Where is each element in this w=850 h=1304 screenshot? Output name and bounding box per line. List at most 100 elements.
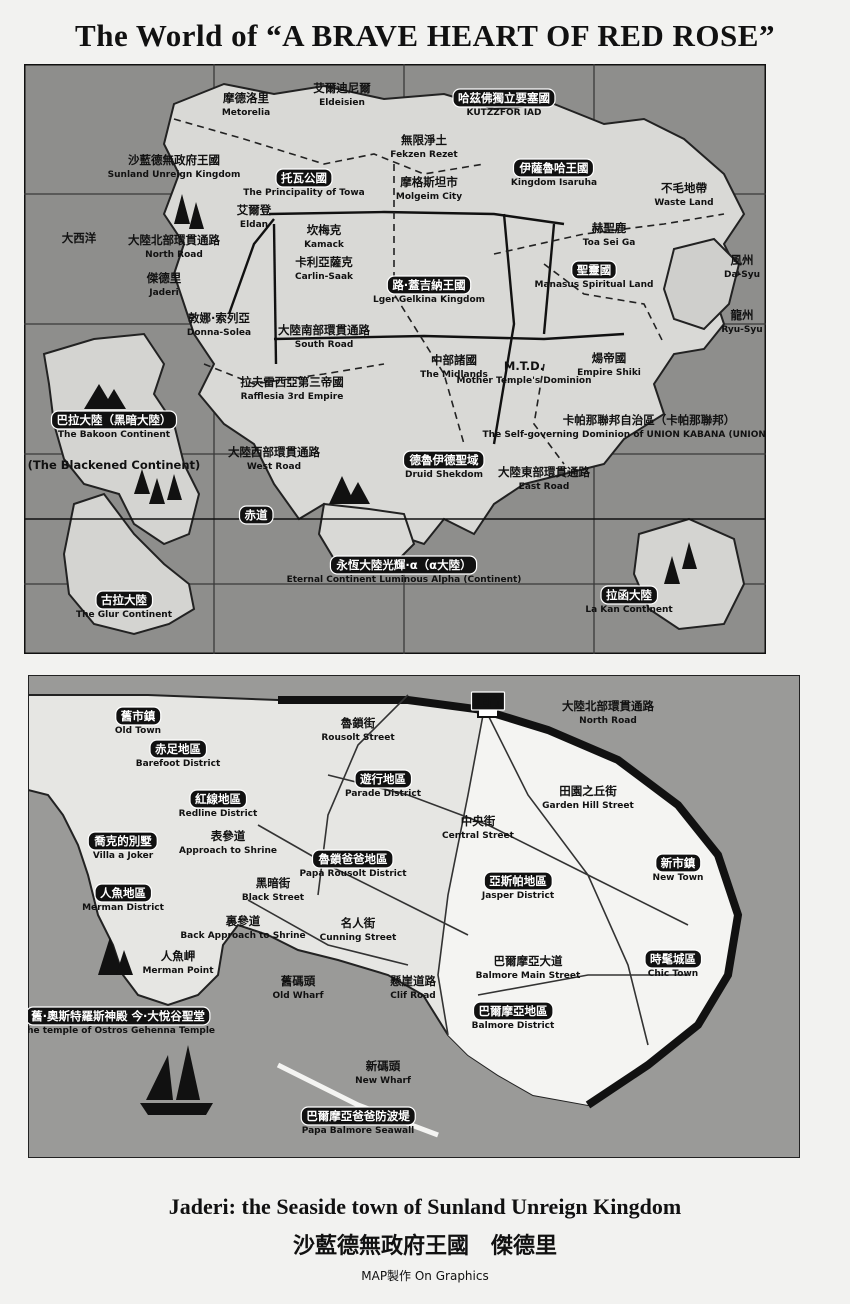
- town-label-box: [644, 949, 703, 969]
- world-label-box: [275, 168, 333, 188]
- town-label-text: 人魚岬: [161, 949, 196, 963]
- town-label-box: [300, 1106, 416, 1126]
- town-label-box: [655, 853, 702, 873]
- world-label-sunland: 沙藍德無政府王國 Sunland Unreign Kingdom: [108, 153, 241, 180]
- world-label-text: 拉函大陸: [606, 588, 652, 602]
- town-label-backshrine: 裏參道 Back Approach to Shrine: [180, 914, 305, 941]
- world-label-text: 大陸東部環貫通路: [498, 465, 590, 479]
- seawall-line: [276, 1062, 439, 1138]
- world-label-text: 無限淨土: [401, 133, 447, 147]
- town-label-text: Black Street: [242, 893, 305, 903]
- world-label-text: Rafflesia 3rd Empire: [241, 392, 344, 402]
- town-label-box: [483, 871, 553, 891]
- tree-icon: [84, 194, 697, 584]
- world-label-text: Eldeisien: [319, 98, 365, 108]
- town-label-text: Balmore District: [472, 1021, 555, 1031]
- world-label-text: 古拉大陸: [101, 593, 147, 607]
- town-label-villa: 喬克的別墅 Villa a Joker: [87, 831, 158, 861]
- world-label-text: Donna-Solea: [187, 328, 251, 338]
- world-label-text: 不毛地帶: [661, 181, 707, 195]
- town-label-text: 喬克的別墅: [93, 834, 152, 848]
- town-label-text: 赤足地區: [155, 742, 201, 756]
- world-label-text: 沙藍德無政府王國: [128, 153, 220, 167]
- world-label-text: 赤道: [245, 508, 268, 522]
- world-label-text: 大陸北部環貫通路: [128, 233, 220, 247]
- world-label-text: 哈茲佛獨立要塞國: [458, 91, 550, 105]
- world-label-text: The Self-governing Dominion of UNION KAB…: [483, 430, 766, 440]
- world-label-box: [95, 590, 154, 610]
- town-label-box: [311, 849, 394, 869]
- world-label-bakoon: 巴拉大陸（黑暗大陸）The Bakoon Continent: [50, 410, 178, 440]
- world-label-text: Sunland Unreign Kingdom: [108, 170, 241, 180]
- world-label-text: Kamack: [304, 240, 345, 250]
- street-network: [247, 694, 689, 1046]
- world-label-text: 艾爾登: [237, 203, 272, 217]
- world-label-text: 伊薩魯哈王國: [519, 161, 589, 175]
- world-label-text: 托瓦公國: [281, 171, 327, 185]
- world-label-text: La Kan Continent: [585, 605, 673, 615]
- world-label-box: [386, 275, 472, 295]
- town-label-text: Central Street: [442, 831, 515, 841]
- world-label-text: 拉夫雷西亞第三帝國: [240, 375, 344, 389]
- world-label-text: 赫聖鹿: [592, 221, 627, 235]
- town-label-text: Cunning Street: [320, 933, 397, 943]
- town-label-box: [94, 883, 153, 903]
- town-label-text: Jasper District: [481, 891, 555, 901]
- town-label-text: Old Town: [115, 726, 161, 736]
- town-label-text: Rousolt Street: [321, 733, 395, 743]
- town-label-text: Villa a Joker: [93, 851, 154, 861]
- town-label-text: Balmore Main Street: [476, 971, 581, 981]
- town-label-box: [28, 1006, 211, 1026]
- world-label-text: South Road: [295, 340, 354, 350]
- world-label-text: Lger Gelkina Kingdom: [373, 295, 485, 305]
- world-label-text: Da-Syu: [724, 270, 760, 280]
- world-label-text: 艾爾迪尼爾: [313, 81, 371, 95]
- main-continent: [162, 82, 746, 556]
- world-label-text: 龍州: [731, 308, 754, 322]
- town-label-text: Redline District: [179, 809, 258, 819]
- world-label-text: 永恆大陸光輝·α（α大陸）: [335, 558, 471, 572]
- ship-icon: [140, 1045, 213, 1115]
- town-label-box: [470, 691, 506, 711]
- town-label-box: [87, 831, 158, 851]
- world-label-atlantic: 大西洋: [62, 231, 97, 245]
- world-label-text: Kingdom Isaruha: [511, 178, 597, 188]
- world-label-text: East Road: [519, 482, 570, 492]
- town-wall: [278, 696, 743, 1109]
- world-label-text: M.T.D.: [504, 359, 544, 373]
- road-network: [227, 210, 625, 445]
- town-label-text: Back Approach to Shrine: [180, 931, 305, 941]
- town-label-text: 裏參道: [225, 914, 261, 928]
- town-label-text: The temple of Ostros Gehenna Temple: [28, 1026, 215, 1036]
- town-label-text: Merman District: [82, 903, 165, 913]
- town-label-text: Papa Rousolt District: [299, 869, 407, 879]
- town-label-text: Old Wharf: [272, 991, 323, 1001]
- border-lines: [173, 118, 725, 465]
- world-label-text: Manasus Spiritual Land: [535, 280, 654, 290]
